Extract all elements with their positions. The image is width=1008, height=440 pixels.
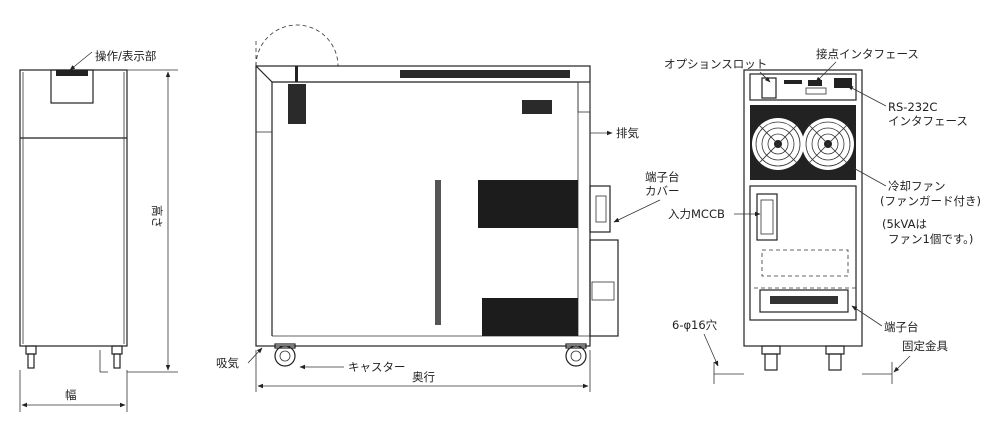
input-mccb-label: 入力MCCB [668,207,725,221]
cooling-fan-label-2: (ファンガード付き) [880,194,981,208]
holes-label: 6-φ16穴 [672,318,718,332]
option-slot-label: オプションスロット [664,57,767,71]
fixing-bracket-leader [893,355,911,373]
intake-label: 吸気 [216,356,239,370]
option-slot-leader [759,71,771,83]
terminal-cover-box [589,185,611,233]
dashed-cover [761,249,849,277]
terminal-cover-leader [613,199,661,223]
terminal-cover-label-1: 端子台 [645,170,680,184]
rear-top-section [749,73,857,101]
side-louver-column [435,180,441,325]
terminal-block-label: 端子台 [884,320,919,334]
door-swing-arc [255,24,339,67]
rs232c-label-1: RS-232C [888,100,937,114]
cooling-fan-label-1: 冷却ファン [888,179,946,193]
intake-arrow [247,347,263,364]
exhaust-label: 排気 [616,126,639,140]
top-louvers [288,70,570,124]
side-casters [274,343,587,367]
front-feet [25,345,123,373]
caster-label: キャスター [348,360,406,374]
front-view: 操作/表示部 高さ 幅 [19,49,178,412]
rs232c-leader [847,85,887,107]
terminal-cover-label-2: カバー [645,184,680,198]
mccb-box [756,193,778,241]
fixing-bracket-label: 固定金具 [902,339,948,353]
front-panel-label: 操作/表示部 [95,49,156,63]
side-front-bevel [255,65,273,83]
holes-leader [703,333,719,367]
front-panel-leader [69,51,93,71]
fan-right [802,118,854,170]
width-label: 幅 [65,388,77,402]
contact-interface-leader [815,61,837,83]
upper-vent-grille [478,180,578,228]
rear-view: オプションスロット 接点インタフェース RS-232C インタフェース 冷却ファ… [664,47,981,384]
terminal-block-box [759,289,849,313]
cooling-fan-leader [849,165,887,187]
rear-cabinet-outline [743,69,863,347]
fan-note-label-2: ファン1個です。) [888,232,973,246]
fan-left [752,118,804,170]
terminal-block-leader [851,305,883,327]
depth-label: 奥行 [412,370,435,384]
lower-vent-grille [482,298,578,336]
side-view: 排気 端子台 カバー 吸気 キャスター 奥行 [216,24,680,392]
rs232c-label-2: インタフェース [888,114,968,128]
front-cabinet-outline [19,69,128,347]
fan-note-label-1: (5kVAは [882,217,927,231]
contact-interface-label: 接点インタフェース [816,47,919,61]
rear-panel-box [589,239,619,337]
front-display-slot [56,70,88,76]
rear-lower-panel [749,185,857,321]
rear-casters [761,345,845,371]
height-label: 高さ [150,205,164,228]
